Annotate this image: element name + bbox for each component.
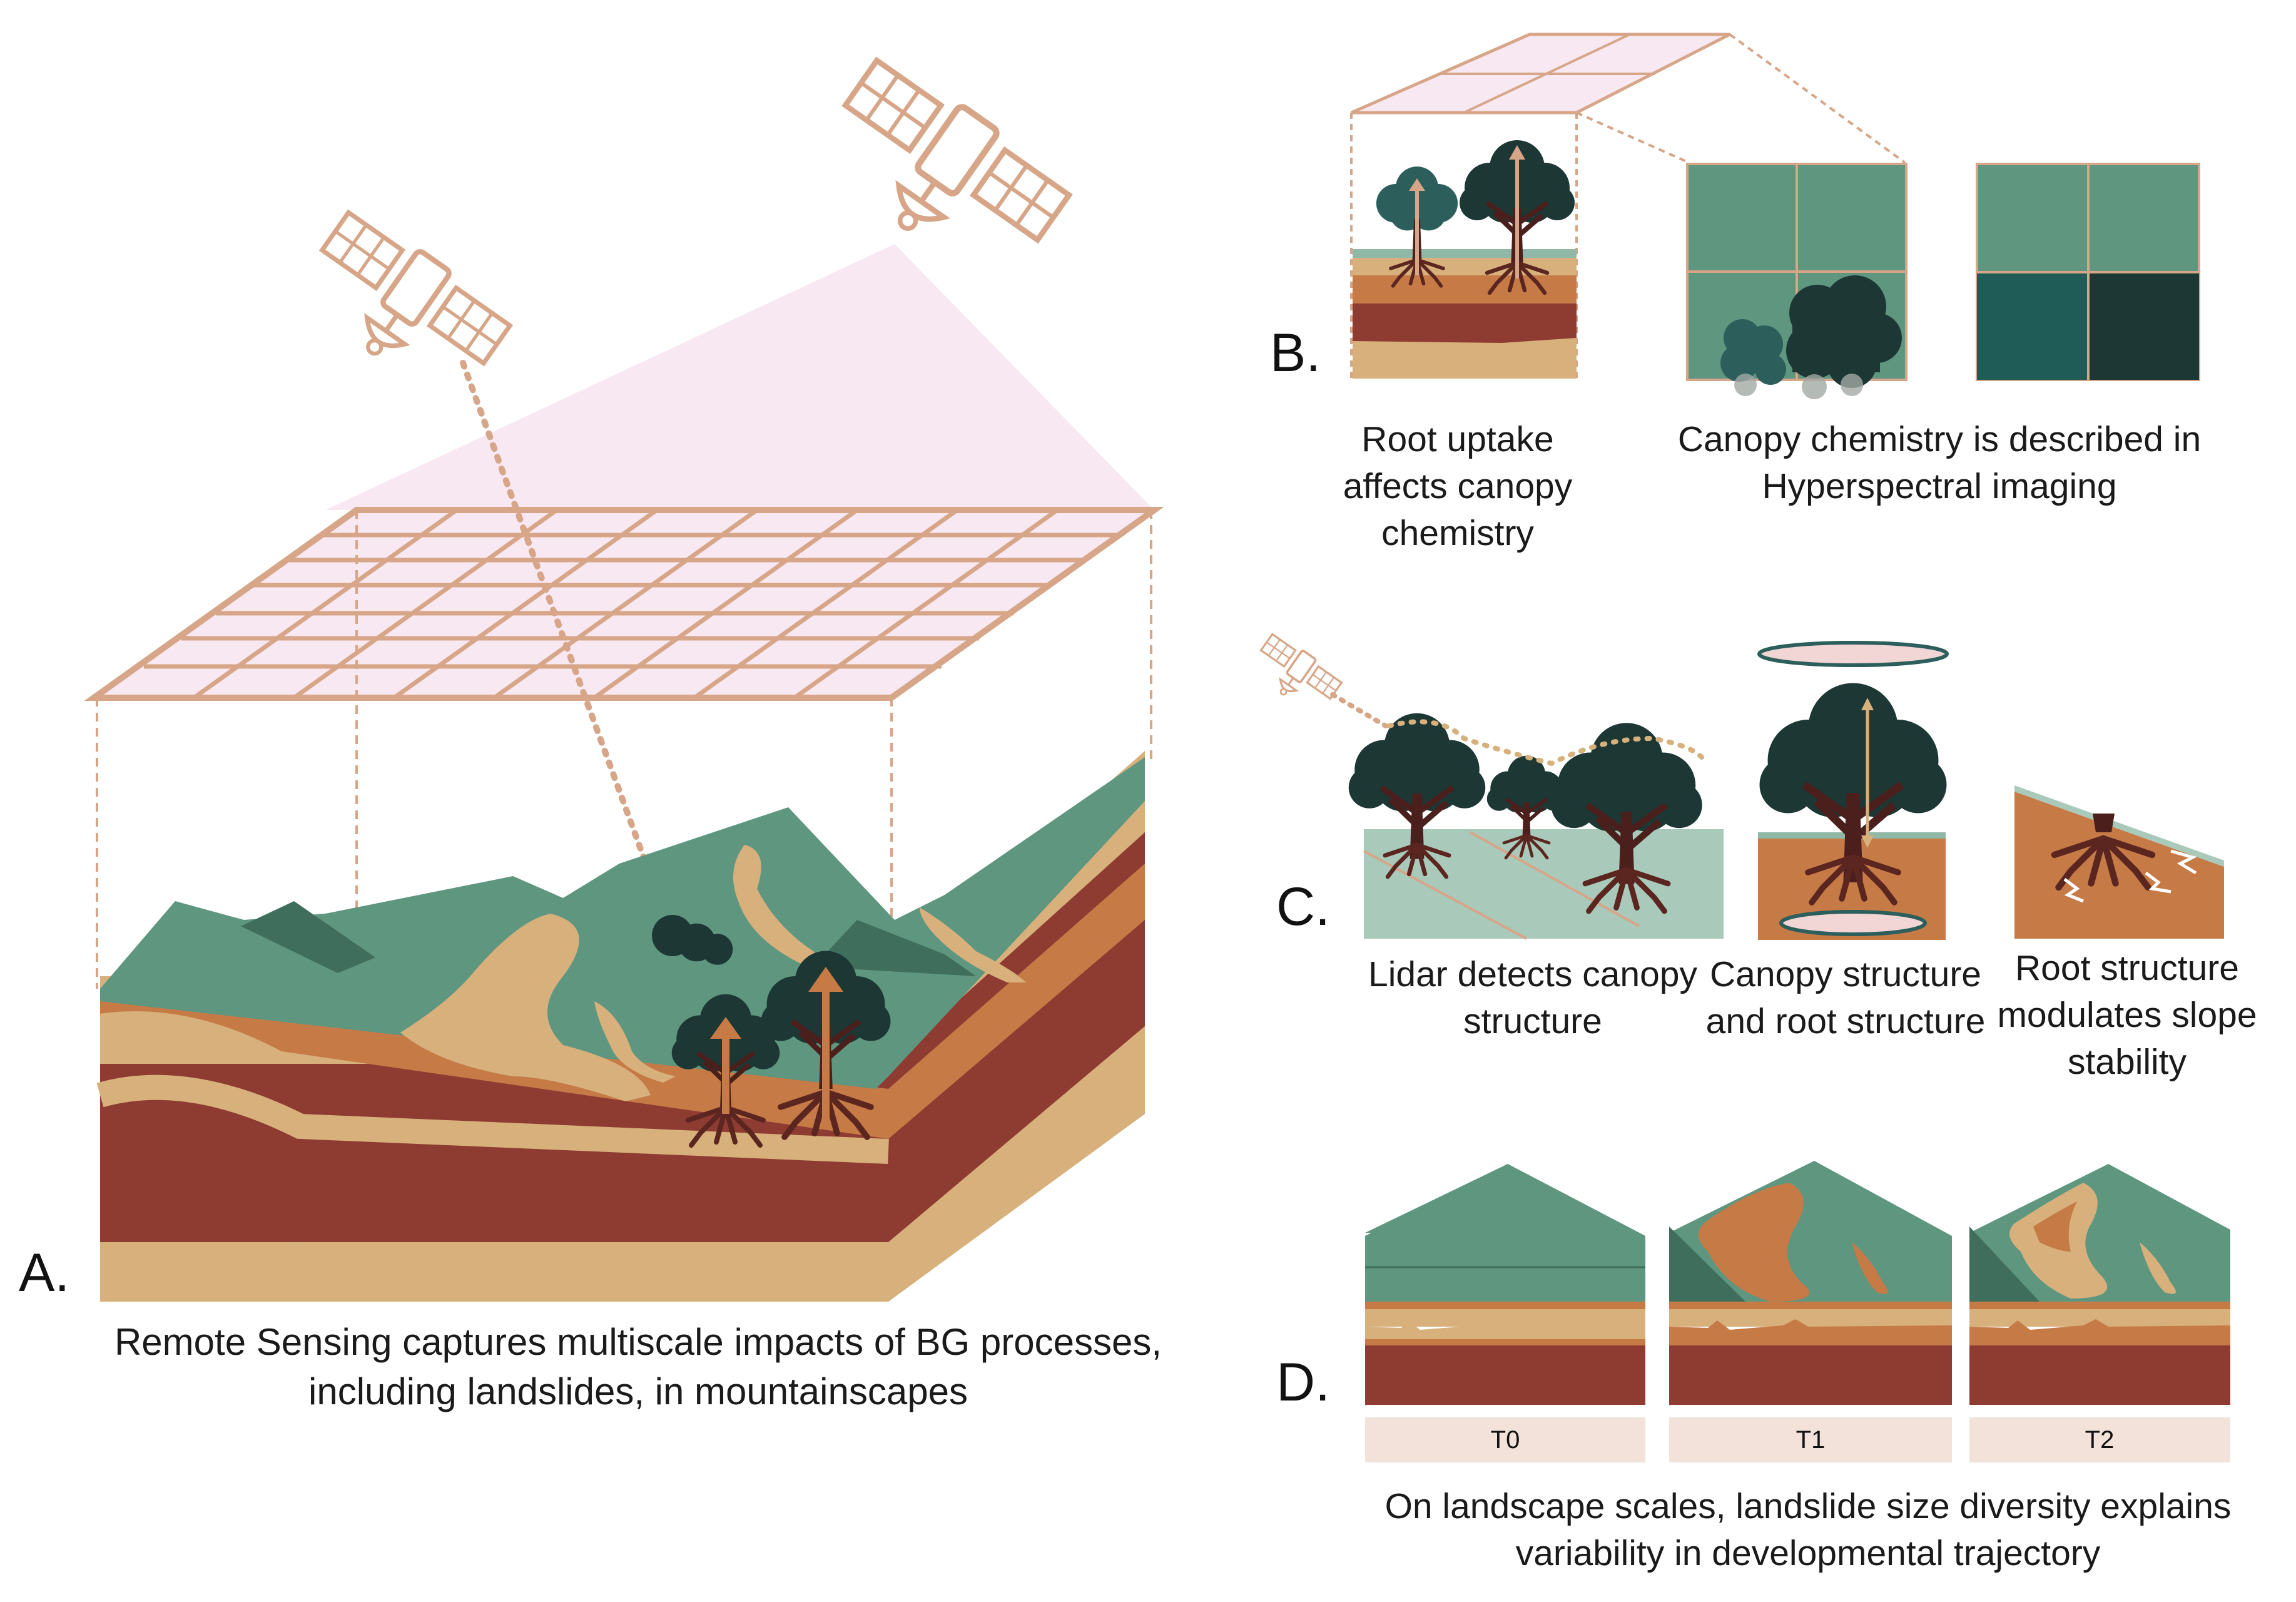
- lidar-beam-icon: [460, 360, 679, 948]
- time-label-t0: T0: [1491, 1426, 1520, 1454]
- caption-panel-a: Remote Sensing captures multiscale impac…: [114, 1321, 1162, 1413]
- projection-lines: [96, 510, 1152, 989]
- landscape-block: [96, 751, 1145, 1302]
- tree-icon: [652, 915, 733, 965]
- panel-c: [1246, 633, 2224, 940]
- caption-panel-b-right: Canopy chemistry is described in Hypersp…: [1677, 419, 2202, 507]
- timestep-bar-t2: [1969, 1417, 2230, 1462]
- arrow-icon: [710, 967, 843, 1126]
- caption-panel-c-left: Lidar detects canopy structure: [1368, 954, 1697, 1042]
- panel-letter-a: A.: [19, 1243, 70, 1303]
- caption-panel-c-middle: Canopy structure and root structure: [1705, 954, 1986, 1042]
- satellite-icon: [807, 61, 1069, 295]
- caption-panel-d: On landscape scales, landslide size dive…: [1384, 1486, 2232, 1574]
- timestep-bar-t1: [1669, 1417, 1952, 1462]
- panel-letter-c: C.: [1276, 877, 1330, 937]
- landscape-t0: [1365, 1164, 1645, 1405]
- pixel-grid: [84, 507, 1164, 701]
- satellite-icon: [1246, 633, 1343, 720]
- arrow-icon: [1409, 145, 1525, 278]
- panel-letter-b: B.: [1270, 323, 1321, 383]
- time-label-t1: T1: [1796, 1426, 1826, 1454]
- arrow-icon: [1861, 698, 1874, 848]
- panel-b: [1350, 33, 2200, 399]
- caption-panel-b-left: Root uptake affects canopy chemistry: [1343, 419, 1573, 554]
- caption-panel-c-right: Root structure modulates slope stability: [1997, 948, 2257, 1083]
- panel-letter-d: D.: [1276, 1352, 1330, 1412]
- landscape-t2: [1969, 1164, 2230, 1405]
- timestep-bar-t0: [1365, 1417, 1645, 1462]
- landscape-t1: [1669, 1161, 1952, 1405]
- panel-d: T0 T1 T2: [1365, 1161, 2230, 1462]
- satellite-icon: [290, 213, 510, 409]
- satellite-footprint: [325, 244, 1154, 510]
- time-label-t2: T2: [2085, 1426, 2115, 1454]
- panel-a: [84, 61, 1164, 1302]
